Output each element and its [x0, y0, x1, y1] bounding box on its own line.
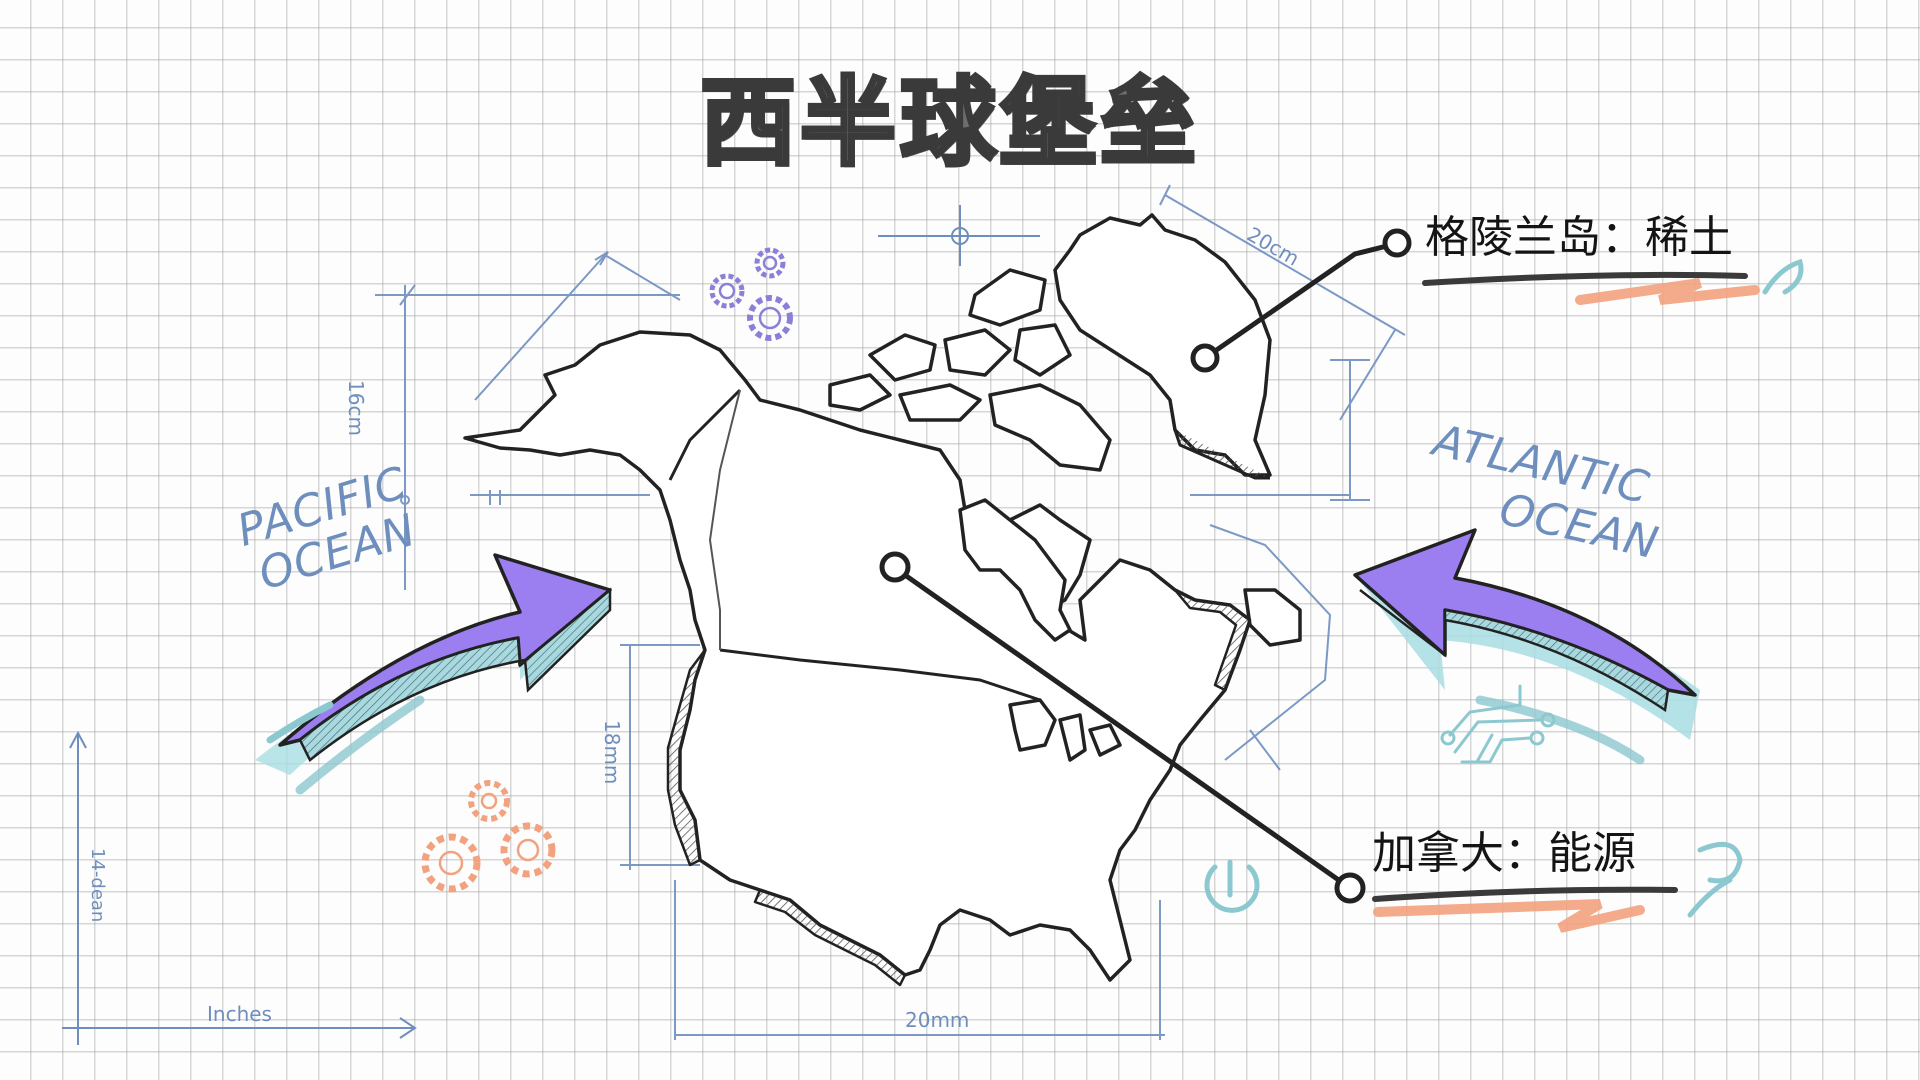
dimension-bottom-width: 20mm	[905, 1008, 970, 1032]
crosshair-icon	[878, 205, 1040, 266]
axes	[62, 730, 417, 1045]
canada-connector	[879, 551, 1366, 904]
callout-canada: 加拿大：能源	[1372, 828, 1636, 879]
dimension-lower-height: 18mm	[600, 720, 624, 785]
greenland-connector	[1190, 228, 1412, 373]
north-america-map	[463, 213, 1302, 987]
circuit-icon	[1440, 684, 1556, 764]
dimension-left-height: 16cm	[344, 380, 368, 436]
page-title: 西半球堡垒	[698, 66, 1200, 180]
gear-cluster-purple	[709, 247, 793, 341]
axis-y-label: 14-dean	[87, 848, 108, 923]
canada-underline	[1372, 841, 1743, 933]
callout-greenland: 格陵兰岛：稀土	[1425, 212, 1733, 263]
dimension-lines	[375, 184, 1406, 1040]
arrow-right-purple	[255, 553, 612, 795]
gear-cluster-orange	[421, 780, 556, 893]
greenland-underline	[1422, 258, 1804, 305]
arrow-left-purple	[1353, 528, 1700, 765]
power-icon	[1204, 859, 1260, 913]
axis-x-label: Inches	[207, 1002, 272, 1026]
